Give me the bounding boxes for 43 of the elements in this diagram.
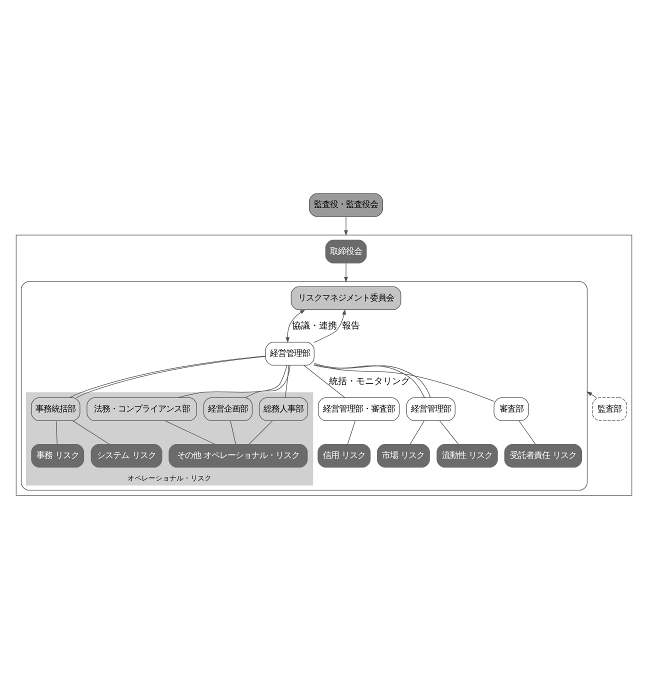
edge-label: 統括・モニタリング [328, 376, 410, 386]
node-box: 経営管理部・審査部 [318, 396, 400, 421]
node-box: その他 オペレーショナル・リスク [168, 443, 308, 468]
connector [518, 420, 536, 444]
cluster [16, 234, 632, 496]
connector [230, 420, 236, 444]
node-box: 受託者責任 リスク [504, 443, 582, 468]
node-box: システム リスク [90, 443, 162, 468]
connector [439, 420, 459, 444]
connector [304, 364, 346, 398]
node-box: 総務人事部 [258, 396, 308, 421]
edge-label: 協議・連携 [292, 320, 338, 331]
connector [347, 420, 356, 444]
arrow [314, 308, 346, 342]
arrow [344, 262, 348, 282]
node-box: 経営管理部 [406, 396, 456, 421]
connector [72, 420, 110, 444]
connector [284, 364, 290, 398]
arrow [586, 390, 597, 398]
connector [314, 364, 494, 402]
node-box: 流動性 リスク [436, 443, 498, 468]
edge-label: 報告 [342, 320, 360, 331]
node-box: 事務 リスク [31, 443, 84, 468]
arrow [286, 308, 306, 343]
node-box: 監査部 [592, 396, 628, 421]
arrow [344, 216, 348, 236]
node-box: リスクマネジメント委員会 [290, 286, 402, 310]
connector [164, 420, 216, 444]
node-box: 監査役・監査役会 [309, 192, 384, 216]
connector [245, 364, 290, 398]
connector [248, 420, 273, 444]
node-box: 経営管理部 [265, 341, 314, 365]
node-box: 取締役会 [325, 239, 367, 263]
node-box: 経営企画部 [203, 396, 253, 421]
connector [56, 420, 58, 444]
node-box: 法務・コンプライアンス部 [86, 396, 198, 421]
node-box: 審査部 [494, 396, 529, 421]
node-box: 事務統括部 [31, 396, 80, 421]
connector [410, 420, 425, 444]
cluster [20, 280, 588, 490]
node-box: 信用 リスク [318, 443, 371, 468]
connector [178, 364, 288, 398]
node-box: 市場 リスク [376, 443, 430, 468]
